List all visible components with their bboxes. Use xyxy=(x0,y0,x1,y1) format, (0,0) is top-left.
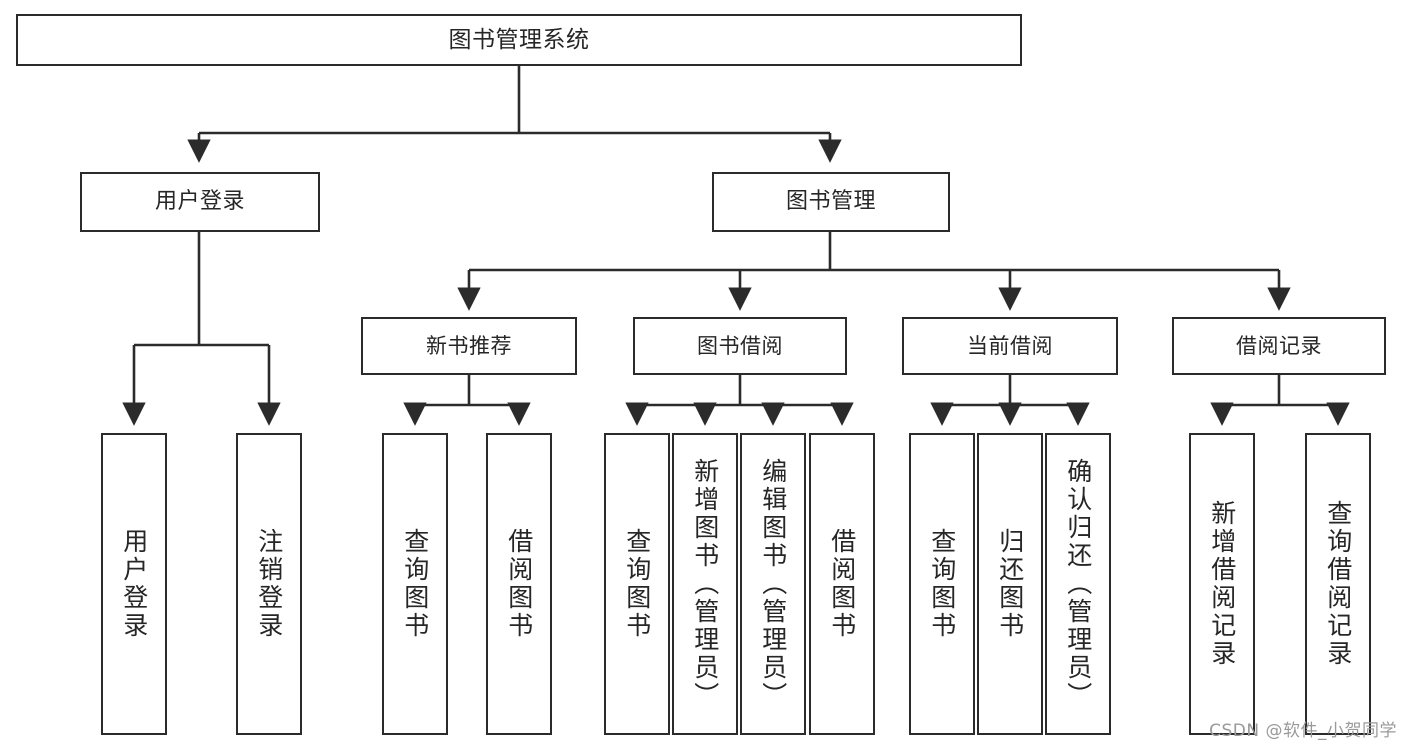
node-book-borrow[interactable]: 图书借阅 xyxy=(633,317,847,375)
leaf-current-borrow-return[interactable]: 归还图书 xyxy=(977,433,1043,735)
node-new-book-recommend-label: 新书推荐 xyxy=(426,333,512,358)
node-user-login-label: 用户登录 xyxy=(154,189,245,215)
node-book-management[interactable]: 图书管理 xyxy=(712,172,950,232)
leaf-user-login-signout[interactable]: 注销登录 xyxy=(236,433,302,735)
leaf-label: 注销登录 xyxy=(254,528,284,640)
leaf-book-borrow-lend[interactable]: 借阅图书 xyxy=(809,433,875,735)
node-borrow-record-label: 借阅记录 xyxy=(1236,333,1322,358)
leaf-book-borrow-add[interactable]: 新增图书（管理员） xyxy=(672,433,738,735)
leaf-label: 确认归还（管理员） xyxy=(1063,458,1093,710)
leaf-book-borrow-edit[interactable]: 编辑图书（管理员） xyxy=(740,433,806,735)
leaf-new-book-query[interactable]: 查询图书 xyxy=(382,433,448,735)
leaf-book-borrow-query[interactable]: 查询图书 xyxy=(604,433,670,735)
leaf-label: 借阅图书 xyxy=(504,528,534,640)
leaf-label: 编辑图书（管理员） xyxy=(758,458,788,710)
node-new-book-recommend[interactable]: 新书推荐 xyxy=(361,317,577,375)
leaf-user-login-signin[interactable]: 用户登录 xyxy=(101,433,167,735)
leaf-label: 新增图书（管理员） xyxy=(690,458,720,710)
leaf-label: 查询图书 xyxy=(622,528,652,640)
leaf-label: 查询借阅记录 xyxy=(1323,500,1353,668)
leaf-label: 新增借阅记录 xyxy=(1207,500,1237,668)
leaf-label: 借阅图书 xyxy=(827,528,857,640)
node-book-management-label: 图书管理 xyxy=(785,189,876,215)
node-root[interactable]: 图书管理系统 xyxy=(16,14,1022,66)
leaf-label: 查询图书 xyxy=(927,528,957,640)
node-root-label: 图书管理系统 xyxy=(448,26,590,53)
node-borrow-record[interactable]: 借阅记录 xyxy=(1172,317,1386,375)
node-book-borrow-label: 图书借阅 xyxy=(697,333,783,358)
csdn-watermark: CSDN @软件_小贺同学 xyxy=(1209,721,1397,741)
leaf-label: 归还图书 xyxy=(995,528,1025,640)
node-current-borrow[interactable]: 当前借阅 xyxy=(902,317,1118,375)
leaf-new-book-borrow[interactable]: 借阅图书 xyxy=(486,433,552,735)
node-current-borrow-label: 当前借阅 xyxy=(967,333,1053,358)
leaf-current-borrow-confirm[interactable]: 确认归还（管理员） xyxy=(1045,433,1111,735)
leaf-borrow-record-query[interactable]: 查询借阅记录 xyxy=(1305,433,1371,735)
leaf-label: 查询图书 xyxy=(400,528,430,640)
leaf-borrow-record-add[interactable]: 新增借阅记录 xyxy=(1189,433,1255,735)
leaf-label: 用户登录 xyxy=(119,528,149,640)
leaf-current-borrow-query[interactable]: 查询图书 xyxy=(909,433,975,735)
node-user-login[interactable]: 用户登录 xyxy=(80,172,320,232)
